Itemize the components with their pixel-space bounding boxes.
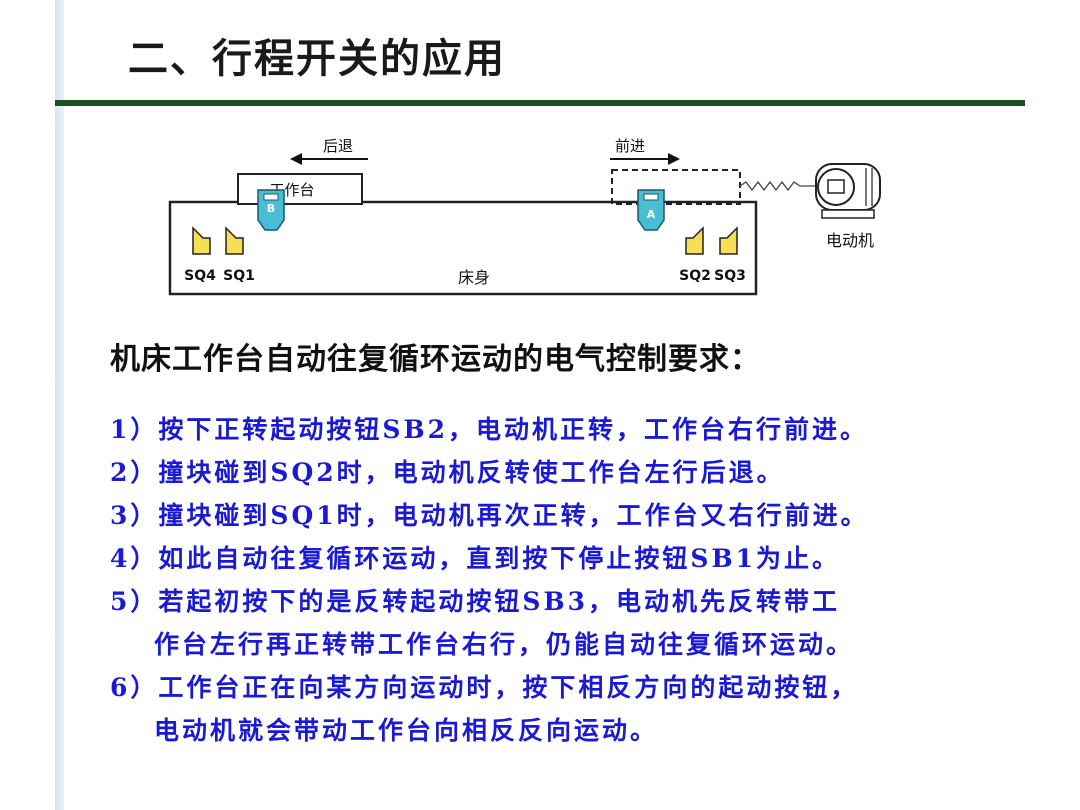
machine-bed — [168, 200, 758, 296]
forward-arrow-head — [668, 153, 680, 165]
sq1-label: SQ1 — [223, 268, 255, 284]
left-accent-bar — [55, 0, 64, 810]
bed-label: 床身 — [458, 268, 490, 287]
requirement-item: 6）工作台正在向某方向运动时，按下相反方向的起动按钮， — [110, 673, 859, 702]
block-b-slot — [263, 193, 279, 201]
page-title: 二、行程开关的应用 — [128, 36, 506, 82]
block-a-slot — [643, 193, 659, 201]
sq2-label: SQ2 — [679, 268, 711, 284]
requirement-item: 1）按下正转起动按钮SB2，电动机正转，工作台右行前进。 — [110, 415, 868, 444]
limit-switch-sq1 — [225, 226, 244, 255]
requirement-item: 2）撞块碰到SQ2时，电动机反转使工作台左行后退。 — [110, 458, 785, 487]
requirement-item-continuation: 电动机就会带动工作台向相反反向运动。 — [154, 716, 659, 745]
sq3-label: SQ3 — [714, 268, 746, 284]
limit-switch-sq3 — [719, 226, 738, 255]
requirement-item: 4）如此自动往复循环运动，直到按下停止按钮SB1为止。 — [110, 544, 840, 573]
motor-label: 电动机 — [826, 231, 874, 250]
block-b-label: B — [267, 202, 275, 215]
requirement-item: 3）撞块碰到SQ1时，电动机再次正转，工作台又右行前进。 — [110, 501, 869, 530]
limit-switch-sq2 — [685, 226, 704, 255]
block-a-label: A — [647, 208, 656, 221]
motor-icon — [815, 163, 881, 219]
backward-label: 后退 — [323, 137, 353, 155]
title-divider — [55, 100, 1025, 106]
requirements-list: 1）按下正转起动按钮SB2，电动机正转，工作台右行前进。 2）撞块碰到SQ2时，… — [110, 408, 869, 752]
backward-arrow-head — [290, 153, 302, 165]
sq4-label: SQ4 — [184, 268, 216, 284]
limit-switch-sq4 — [192, 226, 211, 255]
worktable-right-dashed — [611, 169, 741, 205]
requirements-heading: 机床工作台自动往复循环运动的电气控制要求： — [110, 342, 761, 377]
requirement-item: 5）若起初按下的是反转起动按钮SB3，电动机先反转带工 — [110, 587, 840, 616]
drive-screw — [739, 180, 816, 192]
machine-diagram: 工作台 后退 前进 B A SQ4 SQ1 SQ2 SQ3 床身 电动机 — [168, 137, 881, 296]
forward-label: 前进 — [615, 137, 645, 155]
requirement-item-continuation: 作台左行再正转带工作台右行，仍能自动往复循环运动。 — [154, 630, 855, 659]
